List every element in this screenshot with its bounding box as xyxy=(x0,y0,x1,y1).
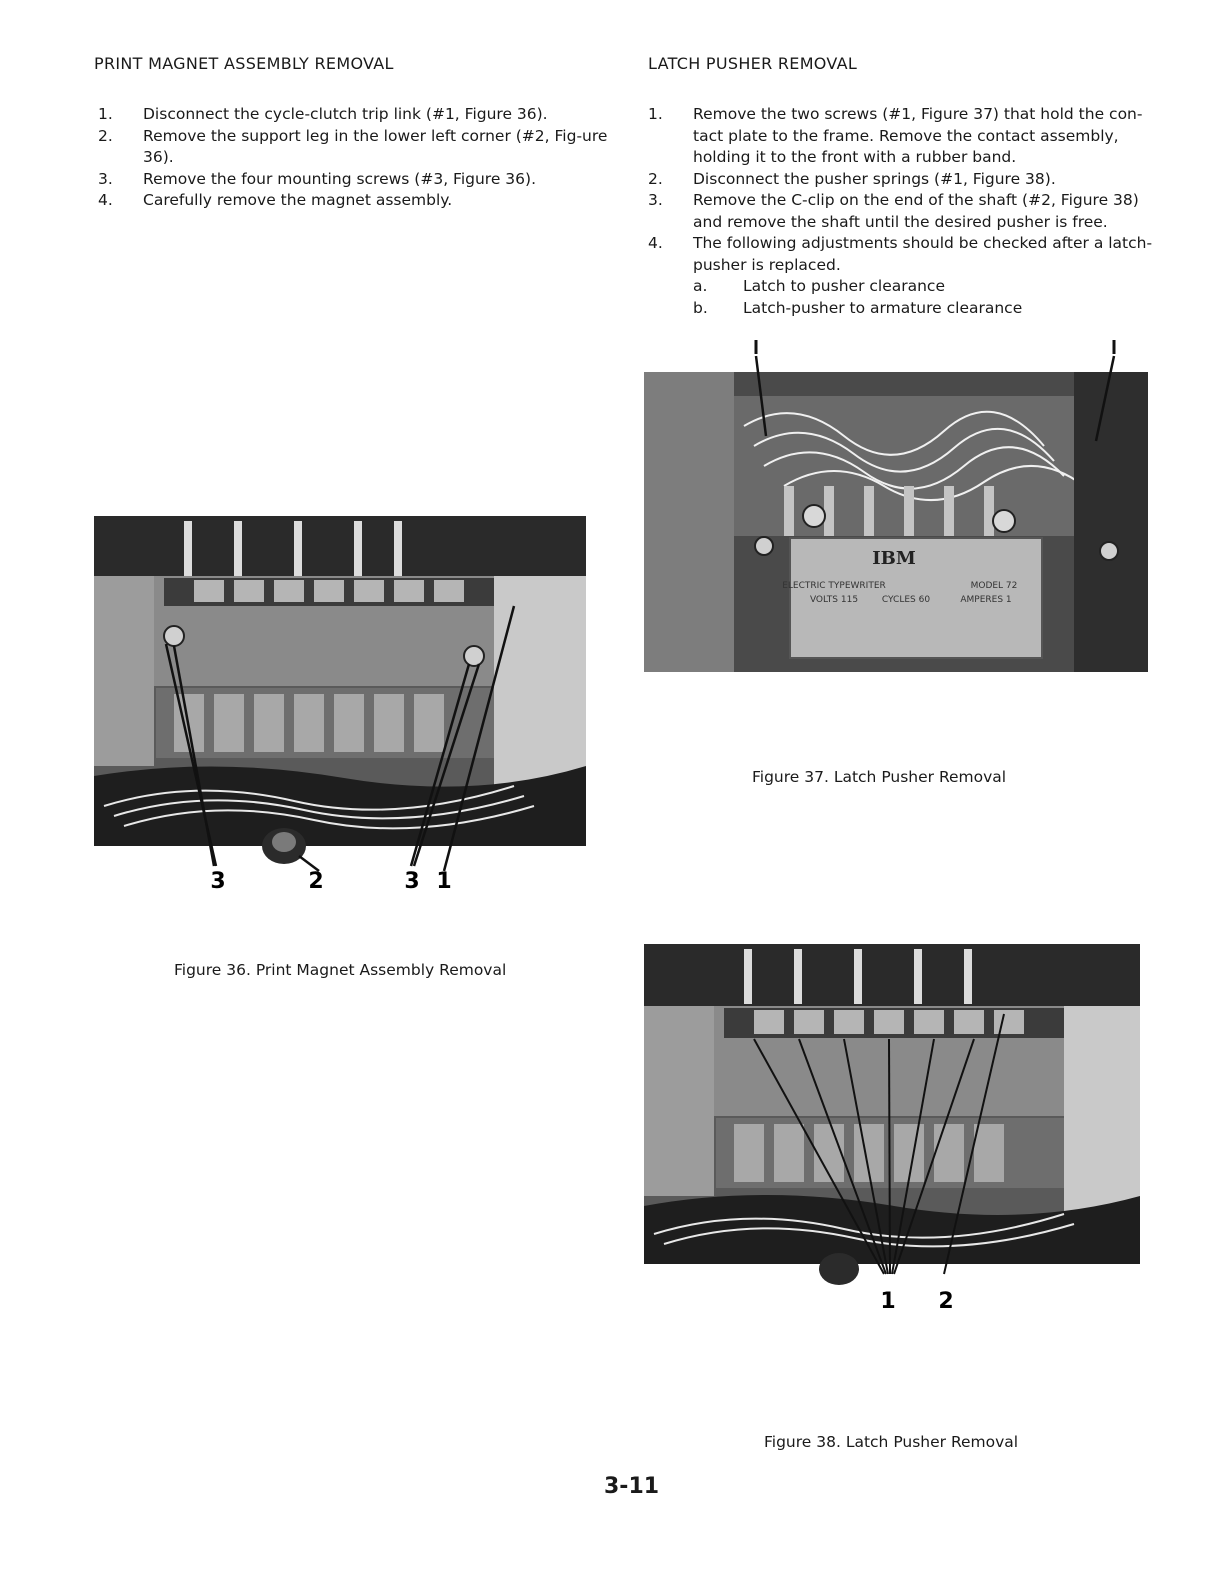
figure-38-caption: Figure 38. Latch Pusher Removal xyxy=(764,1433,1019,1451)
figure-37-caption: Figure 37. Latch Pusher Removal xyxy=(752,768,1007,786)
svg-text:MODEL 72: MODEL 72 xyxy=(971,581,1018,591)
section-heading-print-magnet: PRINT MAGNET ASSEMBLY REMOVAL xyxy=(94,54,394,73)
substep: a.Latch to pusher clearance xyxy=(693,277,945,295)
callout-3-left: 3 xyxy=(210,869,225,894)
substep: b.Latch-pusher to armature clearance xyxy=(693,298,1023,317)
print-magnet-steps: 1.Disconnect the cycle-clutch trip link … xyxy=(98,104,618,212)
svg-text:IBM: IBM xyxy=(872,548,916,569)
svg-text:VOLTS 115: VOLTS 115 xyxy=(810,595,858,605)
list-item: 4.Carefully remove the magnet assembly. xyxy=(98,191,453,209)
callout-2: 2 xyxy=(938,1289,953,1314)
list-item: 2.Remove the support leg in the lower le… xyxy=(98,126,608,167)
callout-2: 2 xyxy=(308,869,323,894)
list-item: 3.Remove the C-clip on the end of the sh… xyxy=(648,191,1139,231)
latch-pusher-steps: 1.Remove the two screws (#1, Figure 37) … xyxy=(648,104,1170,319)
callout-1: 1 xyxy=(880,1289,895,1314)
page-number: 3-11 xyxy=(604,1474,660,1499)
figure-36-caption: Figure 36. Print Magnet Assembly Removal xyxy=(174,961,507,979)
figure-37-photo: IBM ELECTRIC TYPEWRITER MODEL 72 VOLTS 1… xyxy=(644,340,1148,672)
nameplate xyxy=(789,537,1043,659)
list-item: 1.Disconnect the cycle-clutch trip link … xyxy=(98,105,548,123)
list-item: 4.The following adjustments should be ch… xyxy=(648,233,1170,319)
list-item: 3.Remove the four mounting screws (#3, F… xyxy=(98,169,537,188)
svg-text:AMPERES 1: AMPERES 1 xyxy=(960,595,1011,605)
callout-3-right: 3 xyxy=(404,869,419,894)
figure-38-photo: 1 2 xyxy=(644,944,1140,1314)
section-heading-latch-pusher: LATCH PUSHER REMOVAL xyxy=(648,54,858,73)
list-item: 2.Disconnect the pusher springs (#1, Fig… xyxy=(648,169,1056,188)
callout-1: 1 xyxy=(436,869,451,894)
svg-text:CYCLES 60: CYCLES 60 xyxy=(882,595,930,605)
svg-text:ELECTRIC TYPEWRITER: ELECTRIC TYPEWRITER xyxy=(782,581,886,591)
figure-36-photo: 3 2 3 1 xyxy=(94,516,586,894)
list-item: 1.Remove the two screws (#1, Figure 37) … xyxy=(648,105,1143,166)
